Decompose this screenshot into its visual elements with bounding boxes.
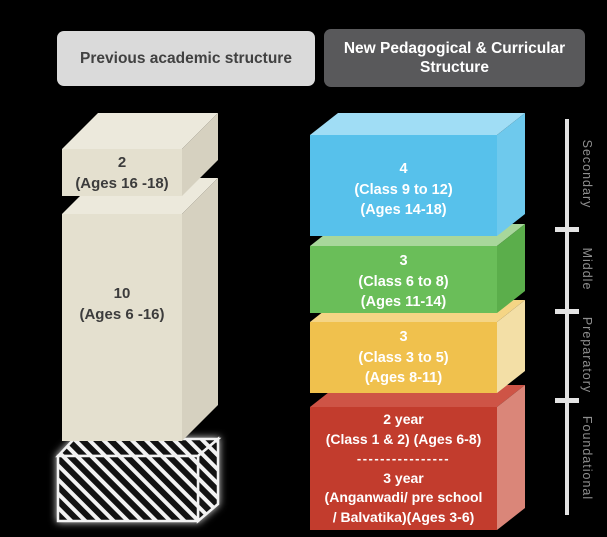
foundational-front-face	[310, 407, 497, 530]
new-block-foundational	[310, 385, 525, 530]
secondary-side-face	[497, 113, 525, 236]
foundational-side-face	[497, 385, 525, 530]
new-structure-header-label: New Pedagogical & Curricular Structure	[343, 40, 566, 76]
previous-block-hatched	[55, 436, 222, 524]
new-structure-header: New Pedagogical & Curricular Structure	[324, 29, 585, 87]
stage-label-secondary: Secondary	[580, 139, 594, 209]
middle-front-face	[310, 246, 497, 313]
stage-axis-tick-3	[555, 398, 579, 403]
block-10-side-face	[182, 178, 218, 441]
block-2-top-face	[62, 113, 218, 149]
stage-axis-line	[565, 119, 569, 515]
secondary-front-face	[310, 135, 497, 236]
stage-label-middle: Middle	[580, 247, 594, 291]
middle-side-face	[497, 224, 525, 313]
new-block-secondary	[310, 113, 525, 236]
new-block-middle	[310, 224, 525, 313]
previous-structure-header-label: Previous academic structure	[80, 50, 292, 67]
stage-label-preparatory: Preparatory	[580, 316, 594, 394]
secondary-top-face	[310, 113, 525, 135]
block-2-side-face	[182, 113, 218, 196]
new-block-preparatory	[310, 300, 525, 393]
hatched-top-face	[55, 437, 222, 458]
stage-label-foundational: Foundational	[580, 415, 594, 501]
previous-structure-header: Previous academic structure	[57, 31, 315, 86]
hatched-front-face	[56, 454, 200, 523]
preparatory-front-face	[310, 322, 497, 393]
previous-block-2	[62, 113, 218, 196]
stage-axis	[555, 119, 579, 515]
stage-axis-tick-2	[555, 309, 579, 314]
preparatory-side-face	[497, 300, 525, 393]
previous-block-10	[62, 178, 218, 441]
block-2-front-face	[62, 149, 182, 196]
block-10-front-face	[62, 214, 182, 441]
stage-axis-tick-1	[555, 227, 579, 232]
